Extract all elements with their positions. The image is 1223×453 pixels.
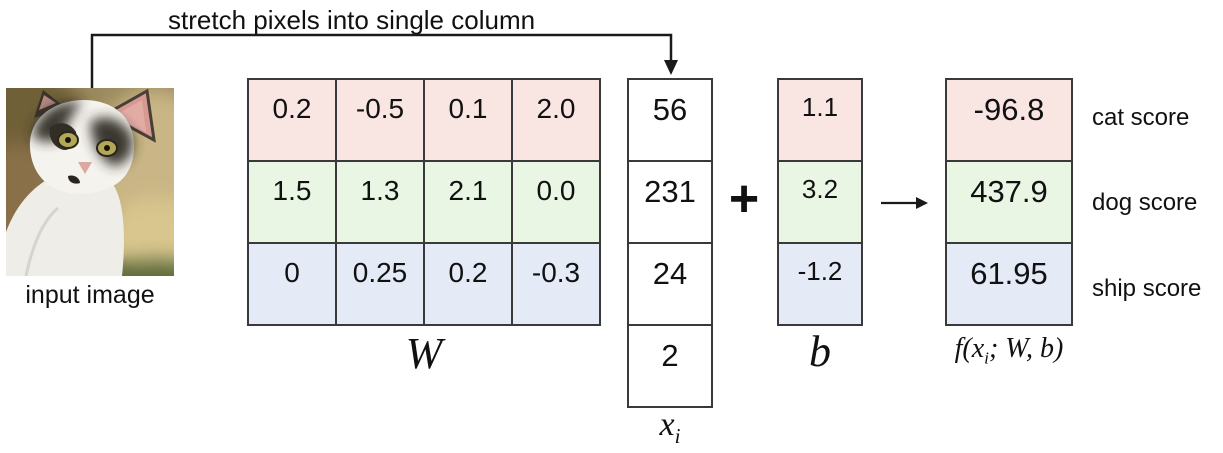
stretch-pixels-caption: stretch pixels into single column xyxy=(168,5,536,35)
w-cell: 0.0 xyxy=(513,162,599,242)
plus-operator: + xyxy=(728,170,760,228)
pixel-vector: 56 231 24 2 xyxy=(627,78,713,408)
score-function-label: f(xi; W, b) xyxy=(954,333,1064,368)
maps-to-arrow-icon xyxy=(881,197,928,209)
score-vector: -96.8 437.9 61.95 xyxy=(945,78,1073,326)
pixel-vector-label: xi xyxy=(659,406,681,448)
x-cell: 56 xyxy=(629,80,711,160)
w-cell: 0.1 xyxy=(425,80,511,160)
x-cell: 231 xyxy=(629,162,711,242)
b-cell: 1.1 xyxy=(779,80,861,160)
w-cell: 0 xyxy=(249,244,335,324)
cat-score-label: cat score xyxy=(1092,104,1190,131)
score-cell: -96.8 xyxy=(947,80,1071,160)
score-cell: 437.9 xyxy=(947,162,1071,242)
b-cell: -1.2 xyxy=(779,244,861,324)
dog-score-label: dog score xyxy=(1092,189,1198,216)
x-cell: 24 xyxy=(629,244,711,324)
w-cell: 2.1 xyxy=(425,162,511,242)
ship-score-label: ship score xyxy=(1092,275,1202,302)
w-cell: 2.0 xyxy=(513,80,599,160)
weight-matrix: 0.2 -0.5 0.1 2.0 1.5 1.3 2.1 0.0 0 0.25 … xyxy=(247,78,601,326)
w-cell: 1.3 xyxy=(337,162,423,242)
score-cell: 61.95 xyxy=(947,244,1071,324)
x-cell: 2 xyxy=(629,326,711,406)
cat-figure xyxy=(6,88,156,276)
b-cell: 3.2 xyxy=(779,162,861,242)
w-cell: 1.5 xyxy=(249,162,335,242)
w-cell: -0.3 xyxy=(513,244,599,324)
w-cell: 0.2 xyxy=(249,80,335,160)
w-cell: 0.25 xyxy=(337,244,423,324)
bias-vector: 1.1 3.2 -1.2 xyxy=(777,78,863,326)
weight-matrix-label: W xyxy=(405,329,443,378)
w-cell: -0.5 xyxy=(337,80,423,160)
input-image-cat-photo xyxy=(6,88,174,276)
w-cell: 0.2 xyxy=(425,244,511,324)
bias-vector-label: b xyxy=(809,327,831,376)
input-image-caption: input image xyxy=(25,281,155,309)
